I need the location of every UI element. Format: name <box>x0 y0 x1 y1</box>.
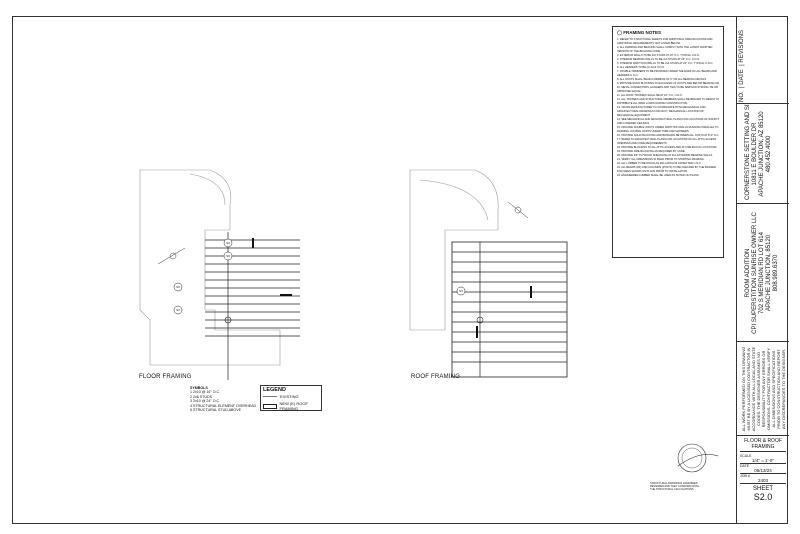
legend-box: LEGEND EXISTING NEW (E) ROOF FRAMING <box>260 385 322 411</box>
framing-note-line: FOR SIZES SHOWN ON PLANS PRIOR TO INSTAL… <box>617 170 688 173</box>
framing-note-line: 7. DOUBLE TRIMMERS TO BE PROVIDED UNDER … <box>617 70 717 73</box>
framing-note-line: 8. ALL JOISTS SHALL BEAR A MINIMUM OF 3"… <box>617 78 707 81</box>
detail-tag-label: S3 <box>459 289 463 293</box>
company-city: APACHE JUNCTION, AZ 85120 <box>759 111 765 197</box>
framing-note-line: 23. ALL BEAMS (DF) AND COLUMNS (POSTS) T… <box>617 166 716 169</box>
symbol-item: 2 2x6 STUDS <box>190 394 212 399</box>
job-value: 2403 <box>740 478 786 484</box>
legend-row-existing: EXISTING <box>263 394 319 399</box>
framing-note-line: ADDITIONAL REQUIREMENTS NOT LISTED BELOW… <box>617 42 681 45</box>
symbols-heading: SYMBOLS <box>190 386 208 390</box>
framing-note-line: 21. VERIFY ALL DIMENSIONS IN FIELD PRIOR… <box>617 158 705 161</box>
framing-note-line: 9. PROVIDE SOLID BLOCKING AT EACH END OF… <box>617 82 719 85</box>
framing-note-line: 17. REFER TO ARCHITECTURAL PLANS FOR LOC… <box>617 138 717 141</box>
framing-note-line: 20. PROVIDE 3/8" PLYWOOD SHEATHING AT AL… <box>617 154 713 157</box>
sheet-number: S2.0 <box>753 492 773 502</box>
project-info: ROOM ADDITION CPI SUPERSTITION SUNRISE O… <box>745 210 780 336</box>
disclaimer-text: ALL WORK PERFORMED ON THIS DRAWING MUST … <box>741 346 786 432</box>
framing-note-line: 15. PROVIDE DOUBLE JOISTS UNDER PARTITIO… <box>617 126 719 129</box>
framing-note-line: 24. ENGINEERED LUMBER SHALL BE USED AS N… <box>617 174 700 177</box>
framing-note-line: DISTRIBUTE ALL WIND LOADS DURING CONSTRU… <box>617 102 688 105</box>
scale-label: SCALE <box>740 454 752 458</box>
framing-note-line: 11. ALL ROOF TRUSSES SHALL BE AT 24" O.C… <box>617 94 683 97</box>
framing-note-line: AND LOWERED CEILINGS. <box>617 122 650 125</box>
framing-note-line: 22. ALL LUMBER TO BE DOUGLAS FIR-LARCH #… <box>617 162 702 165</box>
revisions-header: NO. | DATE | REVISIONS <box>739 29 745 102</box>
framing-notes-title: FRAMING NOTES <box>623 30 662 35</box>
symbol-item: 4 STRUCTURAL ELEMENT OVERHEAD <box>190 403 257 408</box>
floor-framing-label: FLOOR FRAMING <box>139 374 192 380</box>
framing-note-line: 3. EXTERIOR WALLS TO BE 2x6 STUDS AT 16"… <box>617 54 700 57</box>
framing-note-line: MECHANICAL EQUIPMENT. <box>617 114 651 117</box>
project-city: APACHE JUNCTION, 85120 <box>766 234 772 312</box>
sheet-label: SHEET <box>752 486 773 492</box>
legend-title: LEGEND <box>263 387 286 393</box>
engineer-review-note: STRUCTURAL DRAWINGS HAVE BEEN REVIEWED A… <box>650 482 699 492</box>
framing-notes-heading: ◯ FRAMING NOTES <box>617 30 662 35</box>
project-phone: 808.989.6370 <box>773 254 779 292</box>
framing-note-line: 18. PROVIDE BLOCKING AT ALL ATTIC ACCESS… <box>617 146 718 149</box>
floor-framing-plan <box>139 169 300 380</box>
detail-tag-label: S3 <box>226 254 230 258</box>
framing-note-line: 13. TRUSS MANUFACTURER TO COORDINATE WIT… <box>617 106 706 109</box>
legend-new-swatch <box>263 403 277 409</box>
framing-note-line: APPROVED EQUAL. <box>617 90 642 93</box>
legend-existing-label: EXISTING <box>280 394 299 399</box>
legend-existing-swatch <box>263 396 277 397</box>
legend-row-new: NEW (E) ROOF FRAMING <box>263 401 319 411</box>
project-address: 702 S MERIDIAN RD LOT 614 <box>759 232 765 314</box>
company-name: CORNERSTONE SETTING AND SITE PREP <box>745 104 751 200</box>
framing-notes-list: 1. REFER TO STRUCTURAL SHEETS FOR ADDITI… <box>617 38 719 178</box>
framing-note-line: ARCHITECTURAL DRAWINGS FOR DUCT, MECHANI… <box>617 110 704 113</box>
framing-note-line: OPENINGS AND CODE REQUIREMENTS. <box>617 142 668 145</box>
revisions-label: REVISIONS <box>739 29 745 63</box>
sheet-info-cell: FLOOR & ROOF FRAMING SCALE 1/4" = 1'-0" … <box>737 436 789 524</box>
company-phone: 480.452.4000 <box>766 135 772 173</box>
detail-tag-label: S3 <box>176 308 180 312</box>
job-label: JOB # <box>740 474 750 478</box>
framing-note-line: 14. SEE MECHANICAL AND ARCHITECTURAL PLA… <box>617 118 719 121</box>
engineer-stamp <box>677 443 719 473</box>
date-label: DATE <box>740 464 750 468</box>
roof-framing-label: ROOF FRAMING <box>411 374 461 380</box>
scale-value: 1/4" = 1'-0" <box>740 458 786 464</box>
framing-note-line: 2. ALL FRAMING AND BRACING SHALL COMPLY … <box>617 46 713 49</box>
framing-note-line: 5. INTERIOR PARTITION WALLS TO BE 2x4 ST… <box>617 62 714 65</box>
symbol-item: 1 2x10 @ 16" O.C. <box>190 390 221 395</box>
framing-note-line: 16. PROVIDE SOLID BLOCKING AND BRIDGING … <box>617 134 719 137</box>
legend-new-label: NEW (E) ROOF FRAMING <box>279 401 308 411</box>
framing-note-line: 19. PROVIDE FIRE BLOCKING AS REQUIRED BY… <box>617 150 686 153</box>
framing-note-line: 10. METAL CONNECTORS, HANGERS AND TIES T… <box>617 86 718 89</box>
rev-date-label: DATE <box>739 69 745 85</box>
detail-tag-label: S3 <box>226 241 230 245</box>
drawing-sheet-border <box>12 16 788 524</box>
date-value: 06/13/24 <box>740 468 786 474</box>
company-address: 10811 E BOULDER DR <box>752 122 758 186</box>
detail-tag-label: S3 <box>176 285 180 289</box>
disclaimer-cell: ALL WORK PERFORMED ON THIS DRAWING MUST … <box>737 342 789 436</box>
symbol-item: 3 2x10 @ 24" O.C. <box>190 399 221 404</box>
company-cell: CORNERSTONE SETTING AND SITE PREP 10811 … <box>737 104 789 204</box>
framing-note-line: FRAMING. DOUBLE JOISTS UNDER TUBS AND SH… <box>617 130 690 133</box>
project-cell: ROOM ADDITION CPI SUPERSTITION SUNRISE O… <box>737 204 789 342</box>
project-name: ROOM ADDITION <box>745 248 751 298</box>
sheet-title: FLOOR & ROOF FRAMING <box>740 438 786 452</box>
framing-note-line: VERSION OF THE BUILDING CODE. <box>617 50 661 53</box>
revisions-cell: NO. | DATE | REVISIONS <box>737 16 789 104</box>
framing-notes: ◯ FRAMING NOTES 1. REFER TO STRUCTURAL S… <box>612 26 724 258</box>
framing-note-line: 1. REFER TO STRUCTURAL SHEETS FOR ADDITI… <box>617 38 713 41</box>
framing-note-line: 6. ALL HEADERS TO BE (2) 2x10 U.N.O. <box>617 66 665 69</box>
framing-note-line: 4. INTERIOR BEARING WALLS TO BE 2x4 STUD… <box>617 58 700 61</box>
title-block: NO. | DATE | REVISIONS CORNERSTONE SETTI… <box>736 16 789 524</box>
rev-no-label: NO. <box>739 91 745 102</box>
framing-note-line: 12. ALL TRUSSES AND STRUCTURAL MEMBERS S… <box>617 98 719 101</box>
company-info: CORNERSTONE SETTING AND SITE PREP 10811 … <box>745 104 773 200</box>
roof-framing-plan <box>409 169 568 378</box>
framing-note-line: HEADERS U.N.O. <box>617 74 639 77</box>
project-owner: CPI SUPERSTITION SUNRISE OWNER LLC <box>752 212 758 334</box>
symbol-item: 5 STRUCTURAL STUD ABOVE <box>190 408 241 413</box>
